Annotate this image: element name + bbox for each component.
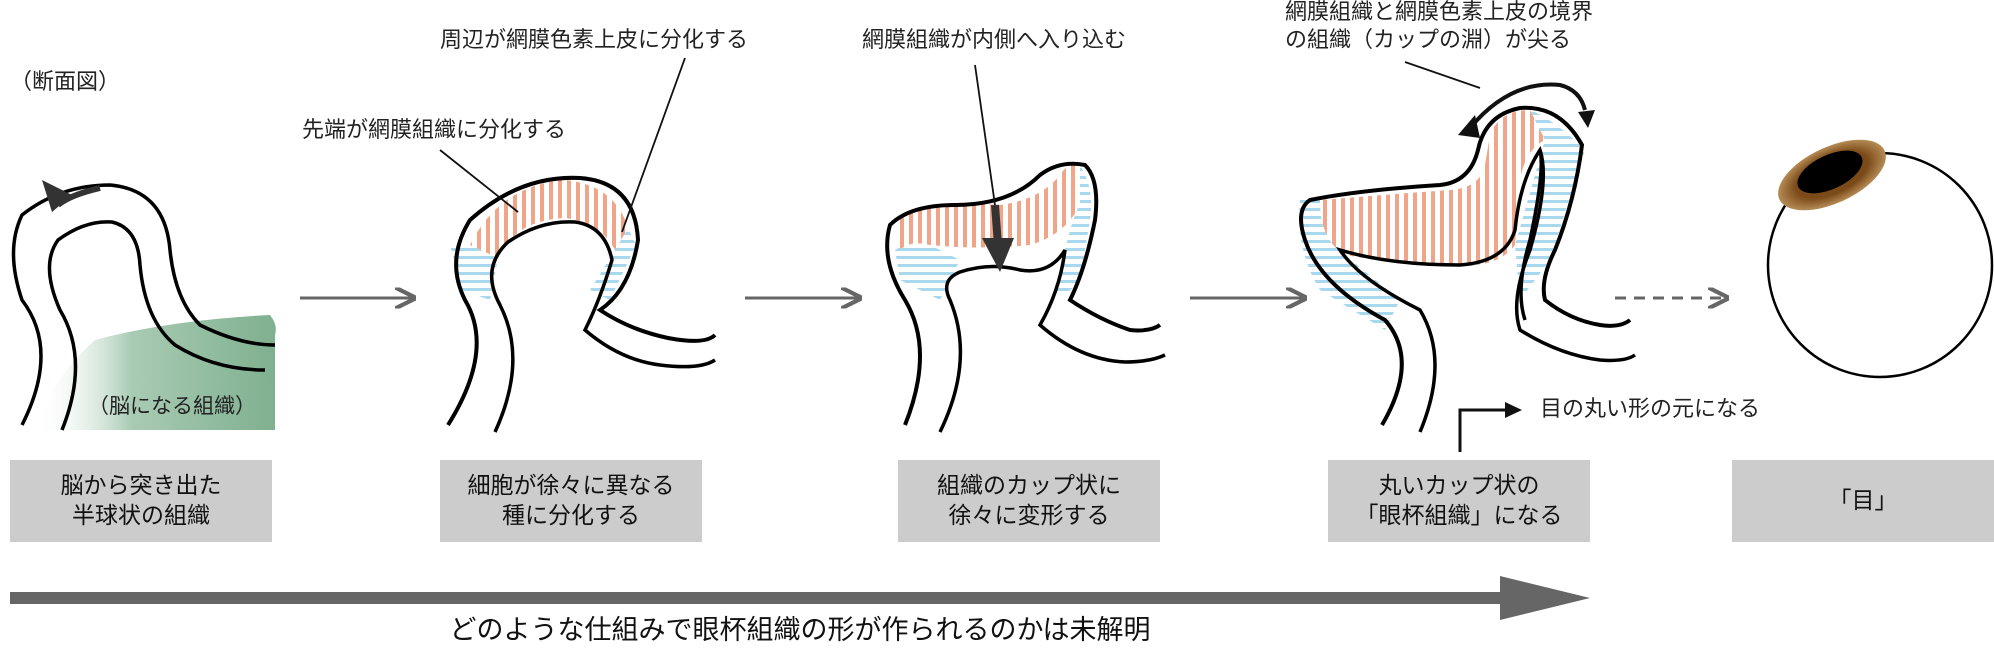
rim-arrow: [1468, 82, 1587, 130]
stage-box-5-line1: 「目」: [1828, 488, 1898, 514]
stage-box-5: 「目」: [1732, 460, 1994, 542]
stage-box-2-line1: 細胞が徐々に異なる: [467, 473, 675, 499]
pigment-band-right: [590, 228, 636, 300]
leader-periphery: [621, 57, 686, 233]
retina-band: [470, 180, 628, 258]
stage-box-4-line2: 「眼杯組織」になる: [1355, 503, 1563, 529]
pigment-band-left: [1299, 200, 1400, 330]
stage-2-drawing: [446, 175, 717, 433]
periphery-differentiates-label: 周辺が網膜色素上皮に分化する: [440, 28, 749, 53]
tissue-outer-contour: [1299, 105, 1632, 427]
brain-tissue-area: [35, 315, 276, 430]
inner-fold-contour: [1519, 149, 1543, 321]
stage-box-1-line1: 脳から突き出た: [60, 473, 222, 499]
stage-box-3-line2: 徐々に変形する: [948, 503, 1110, 529]
section-view-label: （断面図）: [10, 70, 121, 95]
tissue-outer-contour: [11, 183, 276, 426]
pigment-band-right: [1515, 110, 1585, 300]
tip-differentiates-label: 先端が網膜組織に分化する: [302, 118, 567, 143]
retina-band: [1320, 110, 1545, 265]
stage-box-2-line2: 種に分化する: [502, 503, 640, 529]
stage-box-4: 丸いカップ状の 「眼杯組織」になる: [1328, 460, 1590, 542]
tissue-inner-contour: [489, 220, 716, 433]
stage-1-drawing: [11, 180, 276, 431]
pupil: [1797, 150, 1863, 194]
rim-arrow-head-right: [1578, 110, 1595, 128]
round-shape-origin-label: 目の丸い形の元になる: [1540, 397, 1761, 422]
stage-4-drawing: [1299, 82, 1637, 433]
retina-folds-in-label: 網膜組織が内側へ入り込む: [862, 28, 1127, 53]
boundary-sharpens-label-line1: 網膜組織と網膜色素上皮の境界: [1285, 0, 1594, 25]
infolding-arrow-head: [982, 238, 1014, 272]
tissue-outer-contour: [885, 161, 1162, 426]
stage-box-3: 組織のカップ状に 徐々に変形する: [898, 460, 1160, 542]
stage-box-1: 脳から突き出た 半球状の組織: [10, 460, 272, 542]
timeline-caption: どのような仕組みで眼杯組織の形が作られるのかは未解明: [449, 615, 1151, 646]
stage-box-3-line1: 組織のカップ状に: [937, 473, 1121, 499]
stage-box-2: 細胞が徐々に異なる 種に分化する: [440, 460, 702, 542]
stage-3-drawing: [885, 161, 1166, 433]
timeline-arrow-head: [1500, 576, 1590, 620]
timeline-arrow-shaft: [10, 592, 1510, 604]
stage-box-1-line2: 半球状の組織: [72, 503, 210, 529]
boundary-sharpens-label-line2: の組織（カップの淵）が尖る: [1285, 28, 1572, 53]
stage-box-4-line1: 丸いカップ状の: [1378, 473, 1540, 499]
shape-origin-bracket: [1458, 408, 1505, 452]
leader-tip: [439, 149, 519, 213]
leader-lines: [439, 57, 1481, 233]
tissue-inner-contour: [47, 220, 266, 431]
tissue-outer-contour: [446, 175, 717, 427]
growth-arrow-head: [42, 180, 72, 212]
pigment-band-left: [450, 245, 498, 300]
stage-5-drawing: [1766, 139, 1994, 379]
tissue-inner-contour: [938, 249, 1166, 433]
rim-arrow-head-left: [1458, 115, 1480, 138]
tissue-inner-contour: [1335, 146, 1637, 433]
leader-boundary: [1404, 61, 1481, 89]
leader-retina-in: [974, 64, 996, 206]
shape-origin-bracket-head: [1505, 402, 1522, 418]
retina-band: [900, 163, 1080, 250]
brain-tissue-label: （脳になる組織）: [88, 394, 256, 418]
pigment-band-left: [895, 243, 960, 300]
